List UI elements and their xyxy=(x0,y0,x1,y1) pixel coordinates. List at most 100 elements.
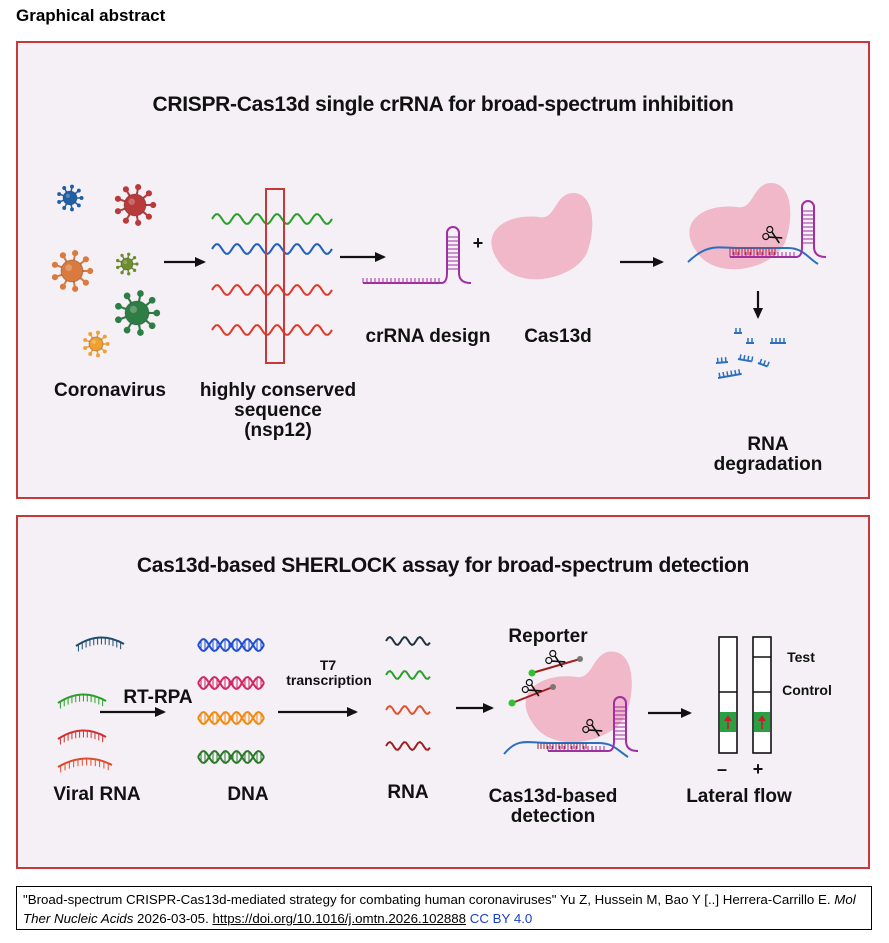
inhibition-panel: CRISPR-Cas13d single crRNA for broad-spe… xyxy=(16,41,870,499)
virus-body xyxy=(62,190,78,206)
fragment-base xyxy=(751,356,754,362)
fragment-base xyxy=(743,354,746,361)
crrna-icon xyxy=(362,226,472,284)
dna-strand xyxy=(197,637,265,653)
virus-spike-tip xyxy=(127,272,131,276)
strip-body xyxy=(752,636,772,754)
scissors-handle xyxy=(521,685,529,694)
fragment-base xyxy=(718,372,721,378)
fragment-backbone xyxy=(717,372,742,379)
dna-helix-icon xyxy=(197,675,265,691)
virus-spike-tip xyxy=(83,338,88,343)
flow-arrow-head xyxy=(724,715,732,721)
fragment-base xyxy=(730,370,733,376)
citation-date: 2026-03-05. xyxy=(133,911,213,926)
detection-label-line1: Cas13d-based xyxy=(488,786,618,807)
virus-spike-tip xyxy=(59,283,67,290)
virus-spike-tip xyxy=(88,352,93,356)
arrow-head xyxy=(347,707,358,717)
dna-helix-icon xyxy=(197,637,265,653)
quencher-dot xyxy=(577,656,583,662)
coronavirus-icon xyxy=(116,252,139,276)
scissors-icon xyxy=(762,225,783,244)
rna-strand xyxy=(385,635,431,647)
virus-body xyxy=(124,300,150,326)
cas13d-protein xyxy=(491,193,593,280)
rna-fragment xyxy=(770,338,786,344)
virus-spike-tip xyxy=(135,219,142,226)
virus-spike-tip xyxy=(115,316,122,324)
dna-strand xyxy=(197,710,265,726)
rna-strand xyxy=(385,704,431,716)
rt-rpa-label: RT-RPA xyxy=(123,687,193,708)
coronavirus-icon xyxy=(57,184,84,212)
virus-body xyxy=(120,257,134,271)
virus-spike-tip xyxy=(122,186,130,193)
conserved-region-box xyxy=(265,188,285,364)
fragment-base xyxy=(739,354,742,360)
virus-spike-tip xyxy=(114,195,122,202)
reporter-backbone xyxy=(511,686,554,704)
negative-sign: – xyxy=(716,759,727,779)
rna-fragment xyxy=(757,358,770,368)
citation-title: "Broad-spectrum CRISPR-Cas13d-mediated s… xyxy=(23,892,557,907)
arrow-to-complex xyxy=(620,257,664,267)
negative-strip xyxy=(718,636,738,754)
doi-link[interactable]: https://doi.org/10.1016/j.omtn.2026.1028… xyxy=(212,911,467,926)
scissors-icon xyxy=(582,718,603,737)
sequence-strand xyxy=(211,284,333,296)
virus-spike-tip xyxy=(114,208,122,215)
virus-spike-tip xyxy=(137,290,144,297)
virus-spike-tip xyxy=(72,285,79,292)
crrna-design-label: crRNA design xyxy=(365,326,491,347)
arrow-head xyxy=(375,252,386,262)
graphical-abstract-heading: Graphical abstract xyxy=(16,6,166,25)
virus-spike-tip xyxy=(57,199,62,204)
virus-spike-tip xyxy=(102,349,107,354)
fragment-base xyxy=(734,369,737,376)
fluorophore-dot xyxy=(528,669,536,677)
scissors-icon xyxy=(545,649,566,668)
viral-rna-backbone xyxy=(57,693,107,704)
conserved-label-line1: highly conserved xyxy=(199,380,357,401)
virus-spike-tip xyxy=(127,252,131,256)
detection-panel: Cas13d-based SHERLOCK assay for broad-sp… xyxy=(16,515,870,869)
reporter-probe xyxy=(528,649,583,677)
arrow-head xyxy=(155,707,166,717)
arrow-to-degradation xyxy=(753,291,763,319)
virus-highlight xyxy=(65,193,70,198)
fragment-base xyxy=(738,369,741,375)
t7-label-line1: T7 xyxy=(319,657,337,673)
dna-label: DNA xyxy=(227,784,269,805)
virus-spike-tip xyxy=(120,270,124,275)
virus-spike-tip xyxy=(72,250,79,257)
viral-rna-backbone xyxy=(57,757,113,768)
virus-highlight xyxy=(123,260,127,264)
license-link[interactable]: CC BY 4.0 xyxy=(469,911,533,926)
fragment-base xyxy=(747,355,750,361)
scissors-handle xyxy=(525,678,533,687)
virus-spike-tip xyxy=(123,326,131,334)
rna-fragment xyxy=(737,354,754,363)
virus-spike-tip xyxy=(76,188,81,193)
virus-spike-tip xyxy=(87,267,94,275)
fragment-base xyxy=(726,371,729,377)
virus-spike-tip xyxy=(150,201,157,209)
virus-highlight xyxy=(129,305,137,313)
scissors-handle xyxy=(582,725,590,734)
crrna-hairpin xyxy=(795,200,827,258)
virus-spike-tip xyxy=(135,184,142,191)
inhibition-diagram xyxy=(51,183,827,379)
arrow-head xyxy=(483,703,494,713)
virus-spike-tip xyxy=(96,330,100,335)
rna-degradation-label-line2: degradation xyxy=(713,454,823,475)
fragment-base xyxy=(722,371,725,378)
virus-spike-tip xyxy=(76,203,81,208)
inhibition-panel-title: CRISPR-Cas13d single crRNA for broad-spe… xyxy=(152,93,734,116)
fragment-backbone xyxy=(757,362,768,368)
scissors-handle xyxy=(762,232,770,241)
virus-spike-tip xyxy=(88,332,93,336)
arrow-head xyxy=(681,708,692,718)
coronavirus-icon xyxy=(51,250,94,292)
virus-spike-tip xyxy=(115,302,122,310)
